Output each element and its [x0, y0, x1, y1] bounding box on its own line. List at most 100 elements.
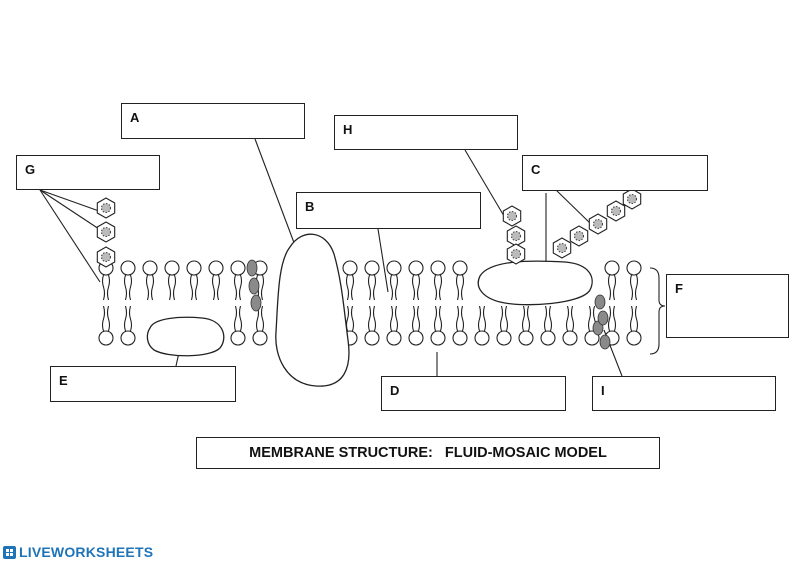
lipid-tail — [607, 305, 612, 332]
cholesterol-3 — [250, 294, 262, 312]
label-box-d[interactable]: D — [381, 376, 566, 411]
lipid-tail — [526, 305, 531, 332]
lipid-tail — [521, 305, 526, 332]
lipid-tail — [216, 274, 221, 301]
lipid-head — [364, 260, 380, 276]
phospholipid — [540, 305, 556, 346]
lipid-head — [252, 330, 268, 346]
lipid-tail — [389, 305, 394, 332]
lipid-tail — [123, 274, 128, 301]
lipid-head — [386, 260, 402, 276]
sugar-core — [100, 251, 112, 263]
phospholipid — [452, 305, 468, 346]
phospholipid — [626, 305, 642, 346]
lipid-head — [430, 330, 446, 346]
lipid-head — [474, 330, 490, 346]
lipid-tail — [433, 305, 438, 332]
phospholipid — [364, 305, 380, 346]
lipid-head — [408, 260, 424, 276]
phospholipid — [604, 260, 620, 301]
leader-line-g3 — [39, 189, 101, 283]
label-letter-h: H — [343, 122, 353, 137]
cholesterol-4 — [594, 294, 606, 310]
phospholipid — [186, 260, 202, 301]
label-box-g[interactable]: G — [16, 155, 160, 190]
cholesterol-6 — [597, 310, 609, 326]
label-letter-d: D — [390, 383, 400, 398]
label-box-h[interactable]: H — [334, 115, 518, 150]
lipid-head — [518, 330, 534, 346]
lipid-tail — [570, 305, 575, 332]
phospholipid — [120, 305, 136, 346]
label-box-f[interactable]: F — [666, 274, 789, 338]
sugar-unit — [552, 237, 572, 259]
brand-text: LIVEWORKSHEETS — [19, 544, 154, 560]
phospholipid — [474, 305, 490, 346]
lipid-tail — [128, 305, 133, 332]
label-letter-b: B — [305, 199, 315, 214]
brand-logo: LIVEWORKSHEETS — [3, 544, 153, 560]
lipid-head — [430, 260, 446, 276]
lipid-head — [342, 260, 358, 276]
lipid-tail — [455, 305, 460, 332]
phospholipid — [386, 305, 402, 346]
sugar-unit — [506, 243, 526, 265]
lipid-tail — [438, 274, 443, 301]
label-box-b[interactable]: B — [296, 192, 481, 229]
sugar-unit — [506, 225, 526, 247]
lipid-head — [208, 260, 224, 276]
lipid-tail — [238, 274, 243, 301]
sugar-core — [510, 230, 522, 242]
lipid-tail — [482, 305, 487, 332]
protein-h-c — [477, 260, 593, 306]
lipid-tail — [106, 305, 111, 332]
sugar-unit — [96, 221, 116, 243]
lipid-tail — [499, 305, 504, 332]
lipid-head — [230, 260, 246, 276]
label-box-c[interactable]: C — [522, 155, 708, 191]
lipid-tail — [372, 274, 377, 301]
lipid-tail — [233, 305, 238, 332]
sugar-unit — [569, 225, 589, 247]
label-letter-g: G — [25, 162, 36, 177]
lipid-tail — [345, 274, 350, 301]
phospholipid — [408, 305, 424, 346]
diagram-title-box: MEMBRANE STRUCTURE: FLUID-MOSAIC MODEL — [196, 437, 660, 469]
phospholipid — [252, 305, 268, 346]
lipid-head — [120, 330, 136, 346]
lipid-tail — [587, 305, 592, 332]
lipid-tail — [167, 274, 172, 301]
sugar-core — [626, 193, 638, 205]
label-box-e[interactable]: E — [50, 366, 236, 402]
lipid-head — [186, 260, 202, 276]
lipid-head — [604, 260, 620, 276]
label-box-i[interactable]: I — [592, 376, 776, 411]
sugar-unit — [502, 205, 522, 227]
label-letter-f: F — [675, 281, 683, 296]
lipid-head — [496, 330, 512, 346]
leader-line-c2 — [555, 189, 593, 226]
lipid-tail — [629, 305, 634, 332]
sugar-core — [556, 242, 568, 254]
lipid-tail — [101, 305, 106, 332]
sugar-core — [510, 248, 522, 260]
lipid-tail — [211, 274, 216, 301]
lipid-tail — [634, 305, 639, 332]
cholesterol-7 — [599, 334, 611, 350]
layer-bracket-f — [649, 267, 666, 355]
lipid-head — [626, 260, 642, 276]
label-letter-e: E — [59, 373, 68, 388]
leader-line-b — [377, 228, 389, 293]
lipid-tail — [389, 274, 394, 301]
lipid-tail — [455, 274, 460, 301]
lipid-tail — [612, 305, 617, 332]
sugar-core — [506, 210, 518, 222]
sugar-unit — [96, 246, 116, 268]
phospholipid — [164, 260, 180, 301]
lipid-tail — [189, 274, 194, 301]
lipid-tail — [416, 274, 421, 301]
lipid-head — [452, 260, 468, 276]
label-box-a[interactable]: A — [121, 103, 305, 139]
lipid-tail — [367, 305, 372, 332]
